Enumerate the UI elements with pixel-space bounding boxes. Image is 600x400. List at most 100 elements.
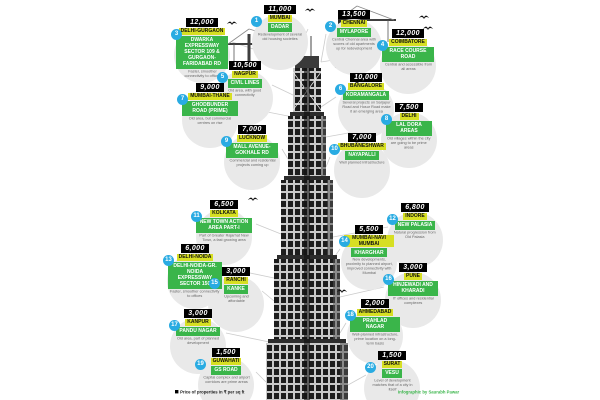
city-label: BHUBANESHWAR	[338, 143, 386, 150]
locality-description: Commercial and residential projects comi…	[228, 157, 276, 167]
locality-description: Old area, but commercial centres on rise	[188, 115, 232, 125]
price-callout: 16 3,000 PUNE HINJEWADI AND KHARADI IT o…	[383, 263, 441, 328]
price-per-sqft-tag: 1,500	[378, 351, 406, 360]
locality-label: DADAR	[267, 22, 293, 32]
locality-description: Redevelopment of several old housing soc…	[257, 31, 303, 41]
locality-description: Level of development matches that of a c…	[372, 377, 412, 392]
bird-icon	[336, 289, 348, 294]
callout-number-badge: 18	[345, 310, 356, 321]
callout-connector-line	[225, 332, 275, 344]
callout-number-badge: 14	[339, 236, 350, 247]
price-per-sqft-tag: 7,500	[395, 103, 423, 112]
locality-description: Capital complex and airport corridors ar…	[202, 374, 250, 384]
price-per-sqft-tag: 6,000	[181, 244, 209, 253]
price-callout: 20 1,500 SURAT VESU Level of development…	[364, 351, 420, 400]
tower	[266, 28, 348, 400]
callout-connector-line	[271, 84, 294, 96]
callout-connector-line	[339, 322, 347, 334]
locality-label: GHODBUNDER ROAD (PRIME)	[182, 100, 238, 116]
locality-description: Well planned infrastructure	[339, 159, 385, 165]
callout-number-badge: 13	[163, 255, 174, 266]
callout-connector-line	[261, 290, 275, 302]
city-label: KANPUR	[185, 319, 211, 326]
price-per-sqft-tag: 6,800	[401, 203, 429, 212]
price-callout: 10 7,000 BHUBANESHWAR NAYAPALLI Well pla…	[329, 133, 390, 198]
price-per-sqft-tag: 12,000	[392, 29, 424, 38]
city-label: MUMBAI	[267, 15, 293, 22]
city-label: SURAT	[381, 361, 403, 368]
callout-connector-line	[255, 371, 267, 383]
bird-icon	[304, 8, 316, 13]
city-label: PUNE	[404, 273, 422, 280]
callout-number-badge: 10	[329, 144, 340, 155]
price-callout: 8 7,500 DELHI LAL DORA AREAS Old village…	[381, 103, 437, 168]
price-per-sqft-tag: 6,500	[210, 200, 238, 209]
city-label: CHENNAI	[340, 20, 368, 27]
price-per-sqft-tag: 10,500	[229, 61, 261, 70]
price-per-sqft-tag: 12,000	[186, 18, 218, 27]
locality-label: RACE COURSE ROAD	[382, 46, 434, 62]
city-label: DELHI-GURGAON	[178, 28, 226, 35]
locality-description: Old area, with good connectivity	[228, 87, 262, 97]
locality-label: NEW TOWN ACTION AREA PART-I	[196, 217, 252, 233]
locality-label: PRAHLAD NAGAR	[350, 316, 400, 332]
locality-label: VESU	[382, 368, 402, 378]
callout-connector-line	[325, 156, 331, 168]
price-per-sqft-tag: 11,000	[264, 5, 296, 14]
locality-label: KANKE	[224, 284, 248, 294]
bird-icon	[247, 197, 259, 202]
price-callout: 19 1,500 GUWAHATI GS ROAD Capital comple…	[195, 348, 254, 400]
locality-description: Part of Greater Rajarhat New Town, a fas…	[199, 232, 249, 242]
callout-number-badge: 11	[191, 211, 202, 222]
price-callout: 9 7,000 LUCKNOW MALL AVENUE-GOKHALE RD C…	[221, 125, 280, 190]
callout-connector-line	[281, 148, 289, 160]
city-label: COIMBATORE	[389, 39, 427, 46]
locality-label: CIVIL LINES	[227, 78, 263, 88]
locality-description: Old villages within the city are going t…	[387, 135, 431, 150]
price-callout: 15 3,000 RANCHI KANKE Upcoming and affor…	[208, 267, 264, 332]
bird-icon	[422, 26, 434, 31]
price-per-sqft-tag: 1,500	[212, 348, 240, 357]
price-per-sqft-tag: 3,000	[184, 309, 212, 318]
price-per-sqft-tag: 7,000	[238, 125, 266, 134]
callout-number-badge: 20	[365, 362, 376, 373]
locality-description: Natural progression from Old Palasia	[394, 229, 436, 239]
price-callout: 4 12,000 COIMBATORE RACE COURSE ROAD Cen…	[377, 29, 436, 94]
bird-icon	[418, 15, 430, 20]
city-label: NAGPUR	[232, 71, 258, 78]
price-callout: 12 6,800 INDORE NEW PALASIA Natural prog…	[387, 203, 443, 268]
city-label: GUWAHATI	[210, 358, 242, 365]
callout-number-badge: 6	[335, 84, 346, 95]
price-per-sqft-tag: 3,000	[222, 267, 250, 276]
locality-label: MYLAPORE	[336, 27, 372, 37]
locality-description: Well-planned infrastructure, prime locat…	[351, 331, 399, 346]
square-bullet-icon	[175, 390, 179, 394]
price-per-sqft-tag: 7,000	[348, 133, 376, 142]
locality-label: LAL DORA AREAS	[386, 120, 432, 136]
locality-description: Upcoming and affordable	[223, 293, 249, 303]
city-label: INDORE	[403, 213, 427, 220]
callout-connector-line	[255, 223, 282, 235]
callout-connector-line	[320, 33, 327, 63]
footnote-text: Price of properties in ₹ per sq ft	[180, 390, 245, 396]
locality-description: New developments, proximity to planned a…	[345, 257, 393, 276]
locality-label: PANDU NAGAR	[176, 326, 220, 336]
price-per-sqft-tag: 5,500	[355, 225, 383, 234]
callout-number-badge: 5	[217, 72, 228, 83]
locality-label: KHARGHAR	[351, 248, 387, 257]
city-label: DELHI	[399, 113, 419, 120]
price-per-sqft-tag: 10,000	[350, 73, 382, 82]
locality-label: DWARKA EXPRESSWAY SECTOR 109 & GURGAON-F…	[176, 35, 228, 69]
price-per-sqft-tag: 2,000	[361, 299, 389, 308]
bird-icon	[226, 21, 238, 26]
locality-description: IT offices and residential complexes	[392, 295, 434, 305]
locality-label: NAYAPALLI	[345, 150, 379, 160]
price-callout: 11 6,500 KOLKATA NEW TOWN ACTION AREA PA…	[191, 200, 252, 265]
price-per-sqft-tag: 3,000	[399, 263, 427, 272]
infographic-credit: Infographic by Saurabh Pawar	[398, 390, 460, 396]
price-callout: 14 5,500 MUMBAI-NAVI MUMBAI KHARGHAR New…	[339, 225, 397, 290]
locality-label: GS ROAD	[211, 365, 241, 375]
locality-label: KORAMANGALA	[342, 90, 390, 100]
